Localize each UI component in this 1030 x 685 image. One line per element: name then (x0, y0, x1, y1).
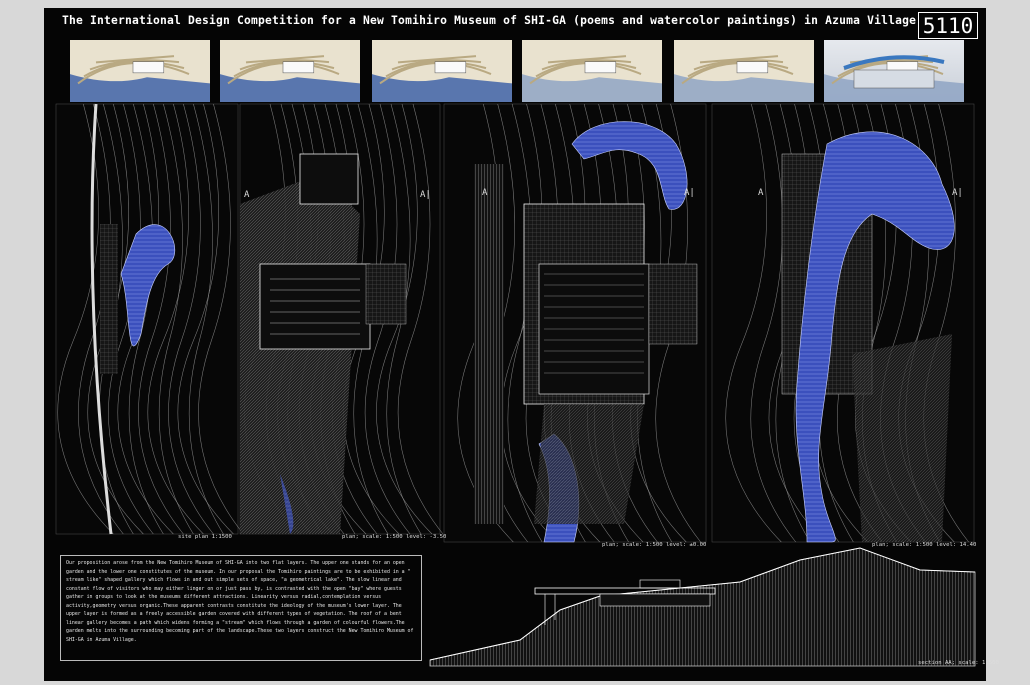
plan-panel-4 (711, 103, 975, 543)
section-marker-a-2: A (482, 188, 488, 198)
section-marker-a-3: A (758, 188, 764, 198)
panel-caption-level-upper: plan; scale: 1:500 level: 14.40 (872, 542, 977, 548)
section-marker-a-prime: A| (420, 190, 431, 200)
section-caption: section AA; scale: 1:500 (918, 660, 999, 666)
panel-caption-level-minus: plan; scale: 1:500 level: -3.50 (342, 534, 447, 540)
plan-panel-2 (239, 103, 444, 535)
panel-caption-level-zero: plan; scale: 1:500 level: ±0.00 (602, 542, 707, 548)
plan-panels (55, 103, 975, 543)
board-title: The International Design Competition for… (62, 14, 917, 27)
section-drawing (429, 547, 976, 667)
plan-panel-1 (55, 103, 244, 535)
section-marker-a-prime-2: A| (684, 188, 695, 198)
model-view-3 (372, 40, 512, 102)
plan-panel-3 (443, 103, 707, 543)
section-marker-a: A (244, 190, 250, 200)
panel-caption-site-plan: site plan 1:1500 (178, 534, 232, 540)
model-view-1 (70, 40, 210, 102)
model-thumbnails (70, 40, 964, 102)
project-description: Our proposition arose from the New Tomih… (60, 555, 422, 661)
model-view-2 (220, 40, 360, 102)
model-view-4 (522, 40, 662, 102)
section-marker-a-prime-3: A| (952, 188, 963, 198)
model-view-5 (674, 40, 814, 102)
model-view-6 (824, 40, 964, 102)
entry-number: 5110 (918, 12, 978, 39)
